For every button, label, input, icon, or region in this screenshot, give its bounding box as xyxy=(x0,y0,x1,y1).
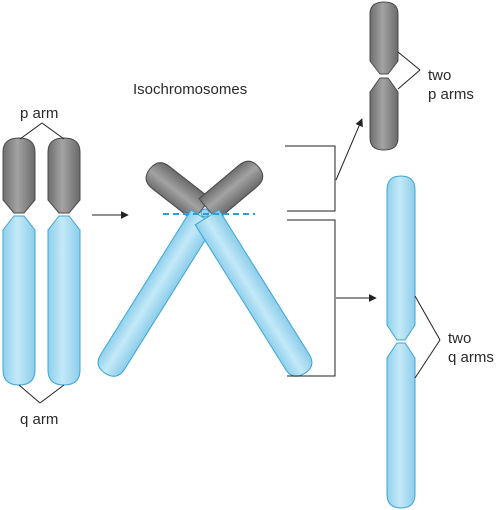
p-arm-pointer xyxy=(19,122,65,140)
p-arms-bracket xyxy=(285,118,363,212)
q-arm-lower-right xyxy=(194,209,313,377)
q-arm-lower xyxy=(386,342,416,509)
p-arm-bottom xyxy=(369,77,399,151)
two-q-arms-label-line2: q arms xyxy=(448,349,494,366)
q-arm-pointer xyxy=(18,384,65,404)
p-arm-top xyxy=(369,1,399,75)
q-arm-upper xyxy=(386,175,416,341)
isochromosomes-title: Isochromosomes xyxy=(133,81,247,98)
p-arm-upper-right xyxy=(198,160,264,221)
q-arm-label: q arm xyxy=(20,411,58,428)
p-arm-label: p arm xyxy=(20,105,58,122)
p-arm-right-chromatid xyxy=(47,137,81,214)
isochromosome-two-q-arms xyxy=(386,175,416,509)
two-p-arms-label-line1: two xyxy=(428,67,451,84)
isochromosome-two-p-arms xyxy=(369,1,399,151)
middle-chromosome xyxy=(97,160,313,377)
p-result-arrow xyxy=(335,118,363,181)
two-p-arms-pointer xyxy=(397,51,421,90)
q-arm-left-chromatid xyxy=(2,215,36,386)
two-p-arms-label-line2: p arms xyxy=(428,86,474,103)
two-q-arms-pointer xyxy=(414,295,441,379)
chromatid-right xyxy=(47,137,81,386)
chromatid-left xyxy=(2,137,36,386)
two-q-arms-label-line1: two xyxy=(448,330,471,347)
q-arms-bracket xyxy=(287,219,377,377)
p-arm-upper-left xyxy=(145,162,212,222)
p-arm-left-chromatid xyxy=(2,137,36,214)
q-arm-lower-left xyxy=(97,209,216,377)
q-arm-right-chromatid xyxy=(47,215,81,386)
normal-chromosome xyxy=(2,137,81,386)
